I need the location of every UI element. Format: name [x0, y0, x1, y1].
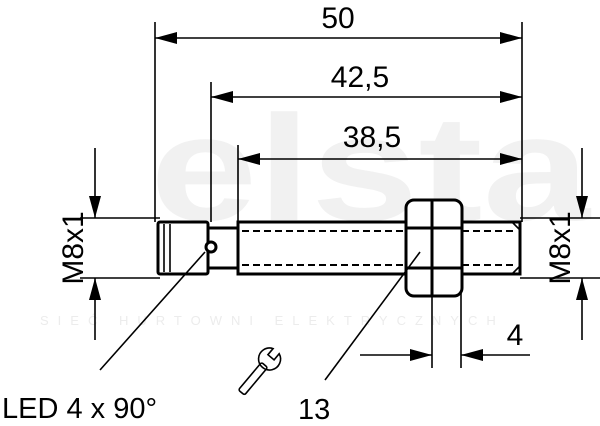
sensor-body [156, 198, 522, 298]
dimension-thread-left-label: M8x1 [57, 211, 90, 284]
dimension-nut-width: 4 [360, 319, 530, 361]
dimension-nut-width-label: 4 [507, 319, 524, 352]
dimension-42-5-label: 42,5 [331, 61, 389, 94]
dimension-42-5: 42,5 [211, 61, 522, 103]
wrench-icon [238, 347, 282, 396]
led-label: LED 4 x 90° [2, 393, 157, 425]
hex-nut [404, 198, 464, 298]
watermark-tagline: SIEĆ HURTOWNI ELEKTRYCZNYCH [40, 313, 505, 328]
rear-connector [156, 220, 210, 276]
dimension-38-5: 38,5 [238, 121, 522, 165]
dimension-50: 50 [155, 2, 522, 44]
watermark: elsta SIEĆ HURTOWNI ELEKTRYCZNYCH [40, 84, 592, 328]
led-indicator [204, 240, 218, 254]
dimension-thread-right: M8x1 [544, 148, 588, 340]
dimension-50-label: 50 [321, 2, 354, 35]
dimension-thread-right-label: M8x1 [544, 211, 577, 284]
wrench-size-label: 13 [298, 394, 330, 426]
extension-lines [80, 22, 600, 368]
threaded-housing [236, 220, 522, 276]
dimension-thread-left: M8x1 [57, 148, 101, 340]
leader-lines [99, 251, 421, 381]
dimension-38-5-label: 38,5 [343, 121, 401, 154]
